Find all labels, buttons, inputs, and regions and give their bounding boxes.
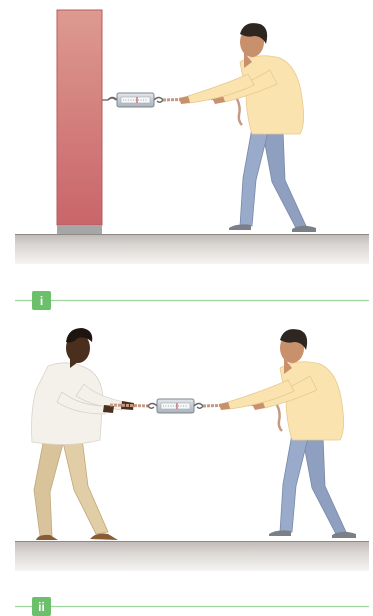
panel-1-tag-label: i — [40, 294, 43, 308]
person-pulling-left — [32, 328, 135, 540]
panel-2-label: ii — [15, 597, 369, 616]
panel-1 — [15, 10, 369, 264]
panel-1-label: i — [15, 291, 369, 310]
person-pulling-right — [219, 329, 356, 538]
rope-tail — [237, 99, 242, 125]
panel-2 — [15, 328, 369, 571]
panel-2-tag-label: ii — [38, 600, 45, 614]
rope-tail — [277, 405, 282, 431]
floor — [15, 234, 369, 264]
spring-scale-icon — [108, 93, 163, 107]
wall — [57, 10, 102, 225]
person-pulling-right — [179, 23, 316, 232]
wall-base — [57, 225, 102, 234]
spring-scale-icon — [148, 399, 203, 413]
floor — [15, 541, 369, 571]
